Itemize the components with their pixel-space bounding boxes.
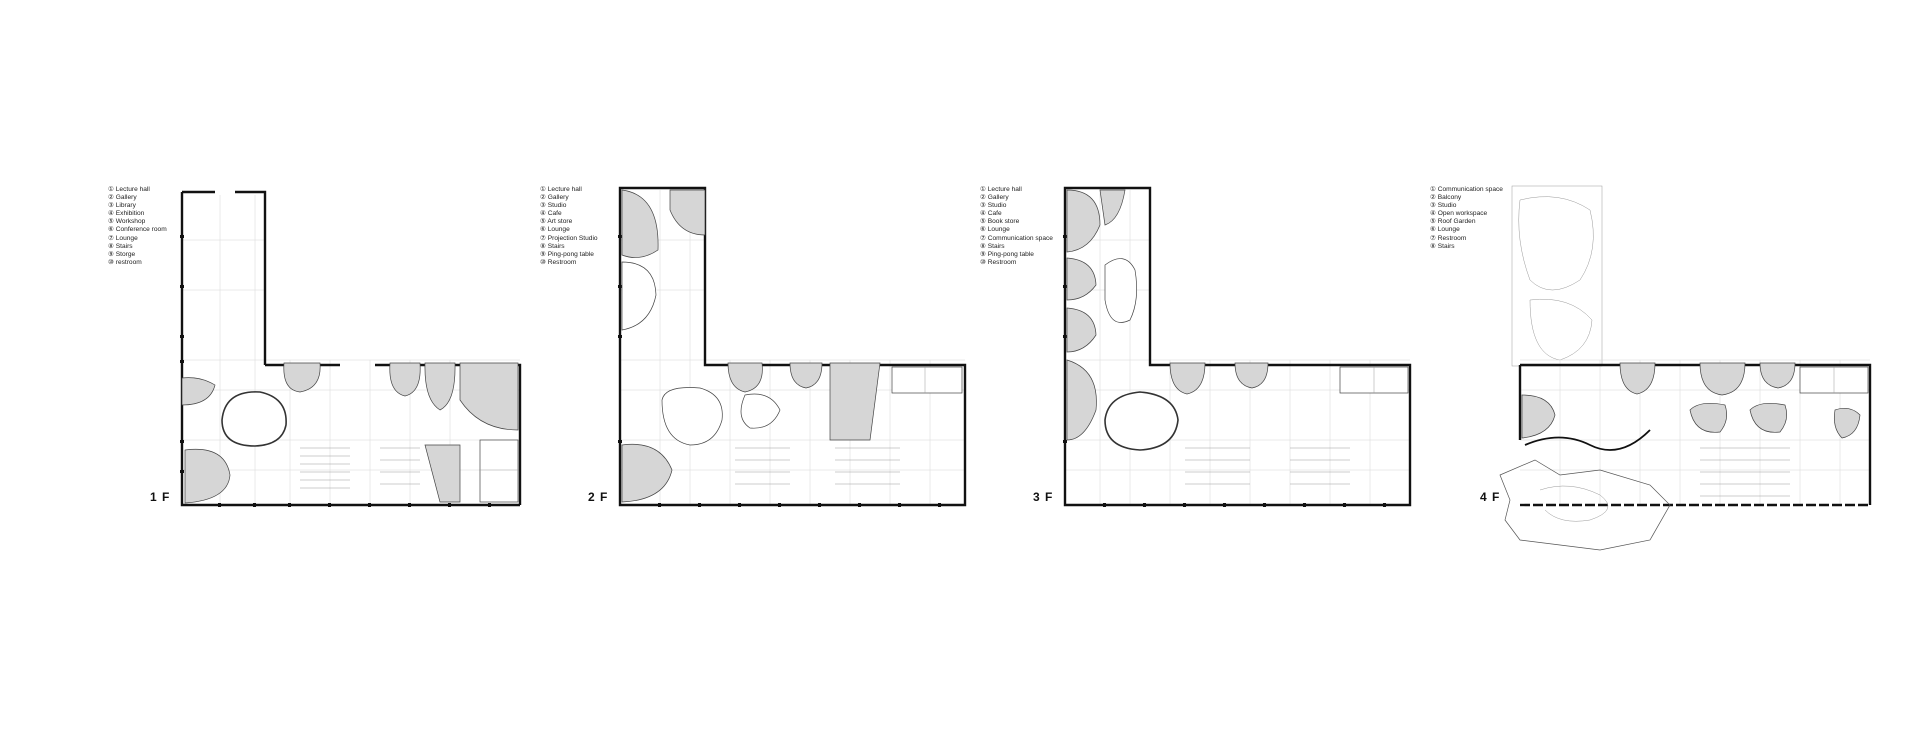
legend-item: ② Gallery xyxy=(980,194,1009,202)
legend-item: ⑤ Book store xyxy=(980,218,1020,226)
floor-label-4f: 4 F xyxy=(1480,490,1501,504)
legend-item: ⑥ Conference room xyxy=(108,226,167,234)
legend-item: ③ Library xyxy=(108,202,136,210)
legend-4f: ① Communication space ② Balcony ③ Studio… xyxy=(1430,186,1503,251)
legend-item: ⑩ Restroom xyxy=(540,258,577,266)
legend-item: ① Lecture hall xyxy=(540,186,582,193)
floor-plan-drawing-3f xyxy=(1063,186,1412,507)
legend-1f: ① Lecture hall ② Gallery ③ Library ④ Exh… xyxy=(108,186,167,267)
legend-item: ③ Studio xyxy=(1430,202,1457,210)
legend-item: ⑦ Restroom xyxy=(1430,234,1467,242)
legend-item: ③ Studio xyxy=(980,202,1007,210)
legend-item: ⑧ Stairs xyxy=(1430,242,1455,250)
legend-item: ② Gallery xyxy=(540,194,569,202)
legend-item: ① Lecture hall xyxy=(980,186,1022,193)
legend-item: ⑤ Art store xyxy=(540,218,573,226)
legend-item: ⑤ Roof Garden xyxy=(1430,218,1476,226)
legend-item: ⑥ Lounge xyxy=(980,226,1010,234)
floor-label-1f: 1 F xyxy=(150,490,171,504)
legend-item: ② Balcony xyxy=(1430,194,1462,202)
legend-item: ① Lecture hall xyxy=(108,186,150,193)
legend-item: ⑤ Workshop xyxy=(108,218,146,226)
legend-item: ⑨ Ping-pong table xyxy=(980,250,1034,258)
floor-label-2f: 2 F xyxy=(588,490,609,504)
legend-item: ④ Open workspace xyxy=(1430,210,1488,218)
floor-plan-3f: ① Lecture hall ② Gallery ③ Studio ④ Cafe… xyxy=(980,186,1412,507)
legend-item: ① Communication space xyxy=(1430,186,1503,193)
legend-item: ⑧ Stairs xyxy=(980,242,1005,250)
legend-item: ⑦ Projection Studio xyxy=(540,234,598,242)
legend-item: ⑩ restroom xyxy=(108,258,142,266)
floor-plan-drawing-1f xyxy=(180,190,522,507)
legend-item: ③ Studio xyxy=(540,202,567,210)
legend-item: ⑨ Storge xyxy=(108,250,136,258)
legend-item: ⑧ Stairs xyxy=(108,242,133,250)
floor-plan-drawing-2f xyxy=(618,186,967,507)
legend-item: ⑩ Restroom xyxy=(980,258,1017,266)
legend-2f: ① Lecture hall ② Gallery ③ Studio ④ Cafe… xyxy=(540,186,598,267)
legend-item: ⑥ Lounge xyxy=(540,226,570,234)
floor-plan-1f: ① Lecture hall ② Gallery ③ Library ④ Exh… xyxy=(0,0,522,742)
floor-label-3f: 3 F xyxy=(1033,490,1054,504)
legend-3f: ① Lecture hall ② Gallery ③ Studio ④ Cafe… xyxy=(980,186,1053,267)
legend-item: ⑦ Lounge xyxy=(108,234,138,242)
legend-item: ⑨ Ping-pong table xyxy=(540,250,594,258)
floor-plan-2f: ① Lecture hall ② Gallery ③ Studio ④ Cafe… xyxy=(540,186,967,507)
legend-item: ⑧ Stairs xyxy=(540,242,565,250)
legend-item: ④ Cafe xyxy=(980,210,1002,218)
legend-item: ⑥ Lounge xyxy=(1430,226,1460,234)
legend-item: ⑦ Communication space xyxy=(980,234,1053,242)
legend-item: ② Gallery xyxy=(108,194,137,202)
legend-item: ④ Exhibition xyxy=(108,210,145,218)
legend-item: ④ Cafe xyxy=(540,210,562,218)
